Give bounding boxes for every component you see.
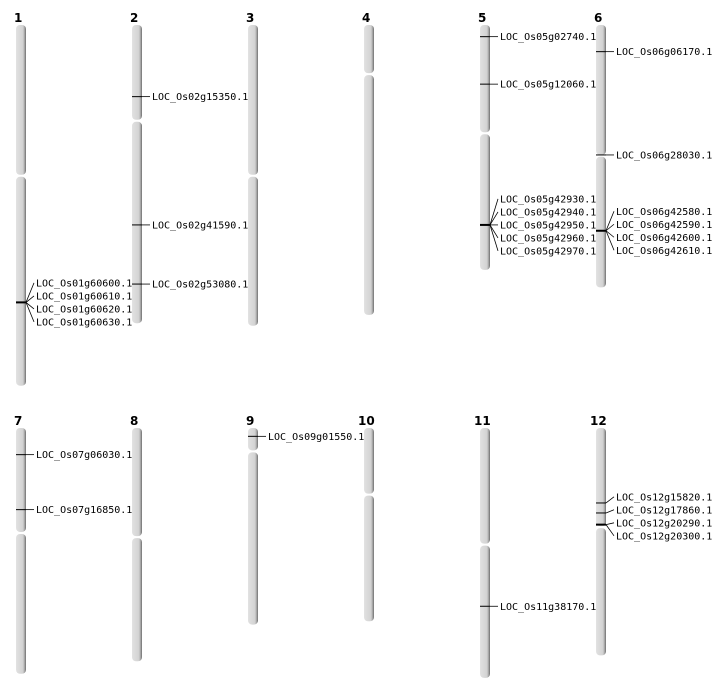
chromosome-label: 9 xyxy=(246,414,254,428)
gene-label: LOC_Os01g60600.1 xyxy=(36,278,132,289)
chromosome-label: 8 xyxy=(130,414,138,428)
gene-label: LOC_Os01g60620.1 xyxy=(36,304,132,315)
marker-connector xyxy=(605,496,615,504)
gene-label: LOC_Os05g42960.1 xyxy=(500,233,596,244)
chromosome-arm-short xyxy=(248,25,258,175)
gene-label: LOC_Os05g42940.1 xyxy=(500,207,596,218)
gene-label: LOC_Os05g02740.1 xyxy=(500,32,596,43)
gene-label: LOC_Os12g20290.1 xyxy=(616,518,712,529)
marker-connector xyxy=(489,224,499,252)
chromosome-arm-short xyxy=(480,428,490,544)
chromosome-arm-short xyxy=(364,428,374,494)
chromosome-2: 2LOC_Os02g15350.1LOC_Os02g41590.1LOC_Os0… xyxy=(130,11,248,324)
gene-label: LOC_Os06g28030.1 xyxy=(616,150,712,161)
chromosome-10: 10 xyxy=(358,414,375,622)
chromosome-label: 1 xyxy=(14,11,22,25)
marker-connector xyxy=(605,230,615,238)
chromosome-arm-long xyxy=(596,528,606,656)
chromosome-arm-long xyxy=(16,176,26,386)
chromosome-6: 6LOC_Os06g06170.1LOC_Os06g28030.1LOC_Os0… xyxy=(594,11,712,288)
chromosome-label: 4 xyxy=(362,11,370,25)
marker-connector xyxy=(25,282,35,303)
gene-label: LOC_Os02g41590.1 xyxy=(152,220,248,231)
gene-label: LOC_Os05g42950.1 xyxy=(500,220,596,231)
chromosome-4: 4 xyxy=(362,11,374,315)
gene-label: LOC_Os01g60630.1 xyxy=(36,317,132,328)
gene-label: LOC_Os12g17860.1 xyxy=(616,505,712,516)
chromosome-arm-short xyxy=(480,25,490,133)
chromosome-arm-long xyxy=(132,538,142,662)
chromosome-arm-long xyxy=(364,495,374,622)
chromosome-arm-long xyxy=(480,134,490,270)
gene-label: LOC_Os02g53080.1 xyxy=(152,280,248,291)
marker-connector xyxy=(605,230,615,251)
chromosome-1: 1LOC_Os01g60600.1LOC_Os01g60610.1LOC_Os0… xyxy=(14,11,132,386)
chromosome-arm-short xyxy=(132,428,142,537)
marker-connector xyxy=(605,524,615,537)
gene-label: LOC_Os12g15820.1 xyxy=(616,492,712,503)
gene-label: LOC_Os05g42970.1 xyxy=(500,246,596,257)
chromosome-arm-long xyxy=(480,545,490,678)
chromosome-arm-long xyxy=(132,121,142,324)
marker-connector xyxy=(605,522,615,526)
chromosome-arm-short xyxy=(16,428,26,532)
gene-label: LOC_Os11g38170.1 xyxy=(500,602,596,613)
marker-connector xyxy=(25,302,35,310)
gene-label: LOC_Os05g42930.1 xyxy=(500,194,596,205)
gene-label: LOC_Os02g15350.1 xyxy=(152,92,248,103)
chromosome-arm-long xyxy=(248,176,258,326)
marker-connector xyxy=(605,509,615,514)
gene-label: LOC_Os06g42610.1 xyxy=(616,246,712,257)
marker-connector xyxy=(489,198,499,226)
marker-connector xyxy=(25,302,35,323)
gene-label: LOC_Os07g06030.1 xyxy=(36,450,132,461)
chromosome-arm-long xyxy=(248,452,258,625)
chromosome-arm-short xyxy=(596,25,606,155)
marker-connector xyxy=(605,223,615,232)
gene-label: LOC_Os06g42600.1 xyxy=(616,233,712,244)
chromosome-5: 5LOC_Os05g02740.1LOC_Os05g12060.1LOC_Os0… xyxy=(478,11,596,270)
chromosome-arm-long xyxy=(596,156,606,288)
marker-connector xyxy=(489,224,499,239)
chromosome-label: 7 xyxy=(14,414,22,428)
gene-label: LOC_Os05g12060.1 xyxy=(500,80,596,91)
chromosome-arm-short xyxy=(596,428,606,527)
gene-label: LOC_Os09g01550.1 xyxy=(268,432,364,443)
gene-label: LOC_Os07g16850.1 xyxy=(36,505,132,516)
chromosome-label: 3 xyxy=(246,11,254,25)
chromosome-label: 11 xyxy=(474,414,491,428)
chromosome-label: 10 xyxy=(358,414,375,428)
chromosome-12: 12LOC_Os12g15820.1LOC_Os12g17860.1LOC_Os… xyxy=(590,414,712,656)
chromosome-arm-long xyxy=(364,75,374,315)
gene-label: LOC_Os01g60610.1 xyxy=(36,291,132,302)
chromosome-label: 5 xyxy=(478,11,486,25)
chromosome-label: 12 xyxy=(590,414,607,428)
chromosome-label: 2 xyxy=(130,11,138,25)
chromosome-label: 6 xyxy=(594,11,602,25)
gene-label: LOC_Os12g20300.1 xyxy=(616,531,712,542)
gene-label: LOC_Os06g06170.1 xyxy=(616,47,712,58)
chromosome-arm-short xyxy=(16,25,26,175)
chromosome-arm-long xyxy=(16,533,26,674)
chromosome-arm-short xyxy=(364,25,374,74)
gene-label: LOC_Os06g42580.1 xyxy=(616,207,712,218)
marker-connector xyxy=(489,211,499,226)
chromosome-arm-short xyxy=(132,25,142,120)
marker-connector xyxy=(605,211,615,231)
gene-label: LOC_Os06g42590.1 xyxy=(616,220,712,231)
chromosome-8: 8 xyxy=(130,414,142,662)
chromosome-arm-short xyxy=(248,428,258,451)
marker-connector xyxy=(25,295,35,303)
chromosome-3: 3 xyxy=(246,11,258,326)
